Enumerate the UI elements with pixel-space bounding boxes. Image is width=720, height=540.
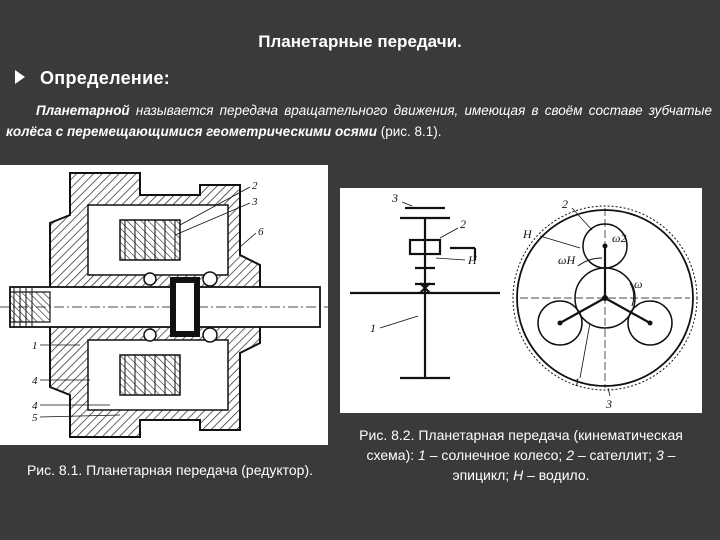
kinematic-scheme-svg: 3 2 H 1 2 H (350, 191, 698, 411)
circle-label-2: 2 (562, 197, 568, 211)
figure2-caption-lead: Рис. 8.2. Планетарная передача (кинемати… (359, 427, 683, 463)
fig1-label-4a: 4 (32, 375, 38, 387)
scheme-label-3: 3 (391, 191, 398, 205)
reducer-section-svg: 2 3 6 1 4 4 5 (0, 172, 328, 438)
definition-heading: Определение: (40, 68, 171, 88)
fig1-label-3: 3 (251, 196, 258, 208)
legend-num-3: 3 (655, 447, 664, 463)
fig1-label-6: 6 (258, 226, 264, 238)
definition-text-1: называется передача вращательного движен… (129, 103, 712, 118)
legend-text-h: – водило. (523, 467, 590, 483)
legend-text-1: – солнечное колесо; (425, 447, 567, 463)
scheme-label-h: H (467, 253, 478, 267)
figure2-caption: Рис. 8.2. Планетарная передача (кинемати… (340, 425, 702, 485)
definition-emphasis: колёса с перемещающимися геометрическими… (6, 124, 377, 139)
omega-h-label: ωH (558, 253, 576, 267)
definition-term: Планетарной (36, 103, 130, 118)
definition-paragraph: Планетарной называется передача вращател… (6, 100, 712, 142)
legend-num-h: H (513, 467, 524, 483)
legend-text-3: – эпицикл; (452, 447, 676, 483)
figure-reducer-drawing: 2 3 6 1 4 4 5 (0, 165, 328, 445)
fig1-label-5: 5 (32, 412, 38, 424)
scheme-label-2: 2 (460, 217, 466, 231)
scheme-label-1: 1 (370, 321, 376, 335)
bullet-arrow-icon (15, 70, 25, 84)
circle-label-3: 3 (605, 397, 612, 411)
legend-num-1: 1 (418, 447, 426, 463)
slide-title: Планетарные передачи. (258, 32, 462, 51)
fig1-label-4b: 4 (32, 400, 38, 412)
omega-label: ω (634, 277, 642, 291)
legend-text-2: – сателлит; (573, 447, 656, 463)
legend-num-2: 2 (566, 447, 574, 463)
fig1-label-1: 1 (32, 340, 38, 352)
omega-2-label: ω2 (612, 231, 626, 245)
definition-text-2: (рис. 8.1). (376, 124, 442, 139)
figure-kinematic-scheme: 3 2 H 1 2 H (340, 188, 702, 413)
figure1-caption: Рис. 8.1. Планетарная передача (редуктор… (26, 462, 314, 478)
circle-label-1: 1 (574, 375, 580, 389)
circle-label-h: H (522, 227, 533, 241)
fig1-label-2: 2 (252, 180, 258, 192)
